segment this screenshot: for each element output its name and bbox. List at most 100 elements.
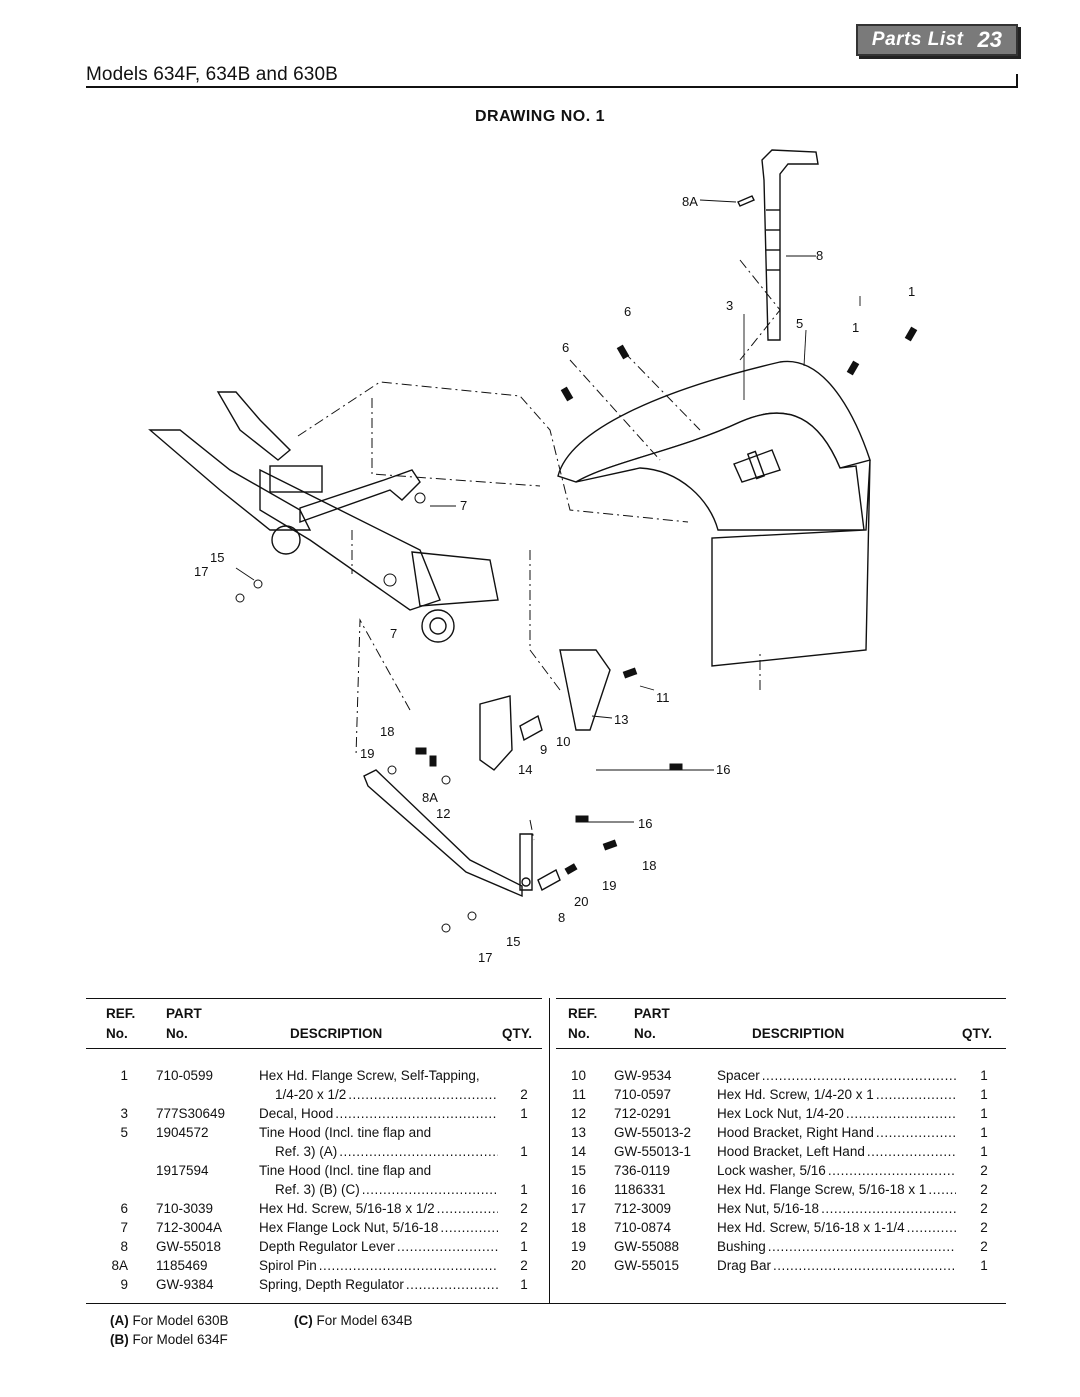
ref-no: 20: [570, 1258, 586, 1273]
table-row: Ref. 3) (B) (C)1: [0, 1180, 1080, 1199]
callout: 16: [716, 762, 730, 777]
leader-dots: [762, 1066, 956, 1085]
part-no: 712-3009: [614, 1201, 672, 1216]
callout: 8: [558, 910, 565, 925]
part-no: 777S30649: [156, 1106, 226, 1121]
note-a-key: (A): [110, 1313, 129, 1328]
note-c-key: (C): [294, 1313, 313, 1328]
note-b-text: For Model 634F: [132, 1332, 228, 1347]
ref-no: 1: [120, 1068, 128, 1083]
qty: 1: [520, 1277, 528, 1292]
description: Bushing: [717, 1237, 956, 1256]
part-no: 1185469: [156, 1258, 208, 1273]
callout: 15: [506, 934, 520, 949]
description-text: Hood Bracket, Right Hand: [717, 1125, 874, 1140]
header-ref-no-right: No.: [568, 1026, 590, 1041]
callout: 11: [656, 690, 670, 705]
callout: 13: [614, 712, 628, 727]
header-ref: REF.: [106, 1006, 136, 1021]
description-text: Hex Hd. Flange Screw, Self-Tapping,: [259, 1068, 480, 1083]
leader-dots: [928, 1180, 956, 1199]
part-no: 710-0599: [156, 1068, 214, 1083]
part-no: GW-55018: [156, 1239, 222, 1254]
qty: 2: [520, 1220, 528, 1235]
qty: 2: [980, 1239, 988, 1254]
callout: 8: [816, 248, 823, 263]
callout: 17: [478, 950, 492, 965]
qty: 2: [980, 1182, 988, 1197]
description-text: Hex Lock Nut, 1/4-20: [717, 1106, 844, 1121]
ref-no: 11: [571, 1087, 586, 1102]
header-ref-no: No.: [106, 1026, 128, 1041]
drawing-title: DRAWING NO. 1: [474, 108, 606, 125]
description-text: Ref. 3) (A): [275, 1144, 338, 1159]
description: Hex Lock Nut, 1/4-20: [717, 1104, 956, 1123]
leader-dots: [907, 1218, 956, 1237]
part-no: 712-0291: [614, 1106, 672, 1121]
leader-dots: [406, 1275, 498, 1294]
part-no: GW-55013-1: [614, 1144, 692, 1159]
description-text: Hex Hd. Screw, 5/16-18 x 1-1/4: [717, 1220, 905, 1235]
exploded-parts-drawing: 8A 8 1 6 3 5 1 6 7 15 17 7 11 13 18 9 10…: [148, 149, 918, 965]
header-part-right: PART: [634, 1006, 670, 1021]
ref-no: 5: [120, 1125, 128, 1140]
table-top-rule-left: [86, 998, 542, 999]
callout: 6: [562, 340, 569, 355]
ref-no: 6: [120, 1201, 128, 1216]
note-b: (B) For Model 634F: [110, 1332, 228, 1347]
callout: 18: [642, 858, 656, 873]
callout: 8A: [422, 790, 438, 805]
description-text: Drag Bar: [717, 1258, 772, 1273]
description: Hex Hd. Flange Screw, 5/16-18 x 1: [717, 1180, 956, 1199]
callout: 9: [540, 742, 547, 757]
description: Hex Hd. Screw, 5/16-18 x 1/2: [259, 1199, 498, 1218]
header-qty: QTY.: [502, 1026, 533, 1041]
description: Lock washer, 5/16: [717, 1161, 956, 1180]
description-text: Lock washer, 5/16: [717, 1163, 826, 1178]
table-row: 1/4-20 x 1/22: [0, 1085, 1080, 1104]
leader-dots: [867, 1142, 956, 1161]
callout: 5: [796, 316, 803, 331]
callout: 12: [436, 806, 450, 821]
qty: 1: [520, 1106, 528, 1121]
description: Ref. 3) (B) (C): [275, 1180, 498, 1199]
leader-dots: [821, 1199, 956, 1218]
description-text: 1/4-20 x 1/2: [275, 1087, 347, 1102]
part-no: 710-0597: [614, 1087, 672, 1102]
ref-no: 19: [570, 1239, 586, 1254]
description: Spacer: [717, 1066, 956, 1085]
header-qty-right: QTY.: [962, 1026, 993, 1041]
part-no: GW-55013-2: [614, 1125, 692, 1140]
qty: 2: [980, 1220, 988, 1235]
part-no: 710-3039: [156, 1201, 214, 1216]
note-a-text: For Model 630B: [132, 1313, 229, 1328]
leader-dots: [828, 1161, 956, 1180]
description-text: Hex Flange Lock Nut, 5/16-18: [259, 1220, 439, 1235]
description-text: Decal, Hood: [259, 1106, 334, 1121]
callout: 20: [574, 894, 588, 909]
callout: 14: [518, 762, 532, 777]
table-column-divider: [549, 998, 550, 1304]
qty: 2: [980, 1163, 988, 1178]
ref-no: 8A: [111, 1258, 128, 1273]
callout: 3: [726, 298, 733, 313]
callout: 1: [852, 320, 859, 335]
description-text: Hex Hd. Screw, 5/16-18 x 1/2: [259, 1201, 435, 1216]
callout: 6: [624, 304, 631, 319]
table-row: 1 710-0599 Hex Hd. Flange Screw, Self-Tapp…: [0, 1066, 1080, 1085]
header-rule-right: [556, 1048, 1006, 1049]
description: Spring, Depth Regulator: [259, 1275, 498, 1294]
description-text: Tine Hood (Incl. tine flap and: [259, 1163, 432, 1178]
callout: 19: [360, 746, 374, 761]
